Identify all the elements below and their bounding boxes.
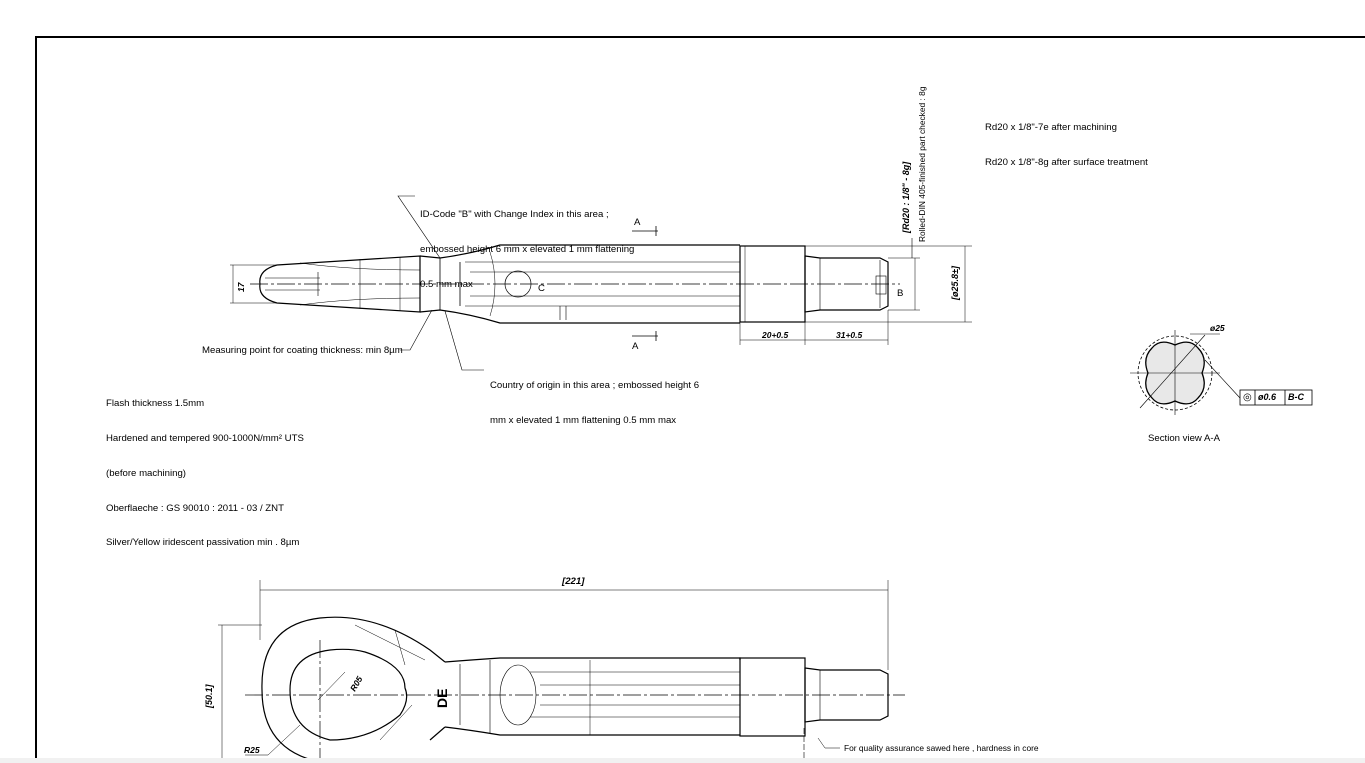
head-dimension: 17 (236, 282, 246, 292)
general-note-4: Oberflaeche : GS 90010 : 2011 - 03 / ZNT (106, 502, 284, 514)
datum-c-label: C (538, 283, 545, 294)
id-code-line-2: embossed height 6 mm x elevated 1 mm fla… (420, 243, 635, 255)
country-origin-line-1: Country of origin in this area ; embosse… (490, 380, 700, 392)
general-note-5: Silver/Yellow iridescent passivation min… (106, 537, 300, 549)
datum-b-label: B (897, 288, 904, 299)
window-bottom-strip (0, 758, 1365, 763)
thread-spec-note: Rd20 x 1/8"-7e after machining Rd20 x 1/… (985, 99, 1148, 180)
diameter-dimension: [ø25.8±] (950, 266, 960, 300)
embossed-mark: DE (434, 688, 450, 708)
section-diameter: ø25 (1210, 323, 1225, 333)
length-dimension-20: 20+0.5 (762, 330, 789, 340)
tolerance-symbol: ◎ (1243, 392, 1252, 403)
drawing-frame (35, 36, 1365, 763)
measuring-point-note: Measuring point for coating thickness: m… (202, 345, 403, 356)
country-origin-note: Country of origin in this area ; embosse… (490, 357, 699, 438)
section-marker-a-bottom: A (632, 341, 639, 352)
general-note-1: Flash thickness 1.5mm (106, 398, 205, 410)
eye-height-dimension: [50.1] (204, 684, 214, 708)
tolerance-value: ø0.6 (1258, 392, 1277, 402)
top-view-part (230, 195, 972, 371)
section-view-label: Section view A-A (1148, 433, 1220, 444)
thread-spec-line-2: Rd20 x 1/8"-8g after surface treatment (985, 156, 1148, 168)
general-note-2: Hardened and tempered 900-1000N/mm² UTS (106, 432, 304, 444)
tolerance-datums: B-C (1288, 392, 1304, 402)
rolled-din-note: Rolled-DIN 405-finished part checked : 8… (917, 86, 927, 243)
overall-length-dimension: [221] (562, 576, 585, 587)
id-code-note: ID-Code "B" with Change Index in this ar… (420, 186, 634, 302)
id-code-line-3: 0.5 mm max (420, 278, 473, 290)
radius-dimension-25: R25 (244, 745, 260, 755)
id-code-line-1: ID-Code "B" with Change Index in this ar… (420, 209, 609, 221)
thread-dimension: [Rd20 : 1/8" - 8g] (901, 161, 911, 233)
section-view-a-a (1130, 330, 1313, 415)
general-notes: Flash thickness 1.5mm Hardened and tempe… (106, 375, 304, 561)
thread-spec-line-1: Rd20 x 1/8"-7e after machining (985, 122, 1117, 134)
general-note-3: (before machining) (106, 467, 186, 479)
front-view-part (218, 580, 905, 763)
section-marker-a-top: A (634, 217, 641, 228)
length-dimension-31: 31+0.5 (836, 330, 863, 340)
country-origin-line-2: mm x elevated 1 mm flattening 0.5 mm max (490, 414, 677, 426)
quality-assurance-note: For quality assurance sawed here , hardn… (844, 743, 1039, 753)
